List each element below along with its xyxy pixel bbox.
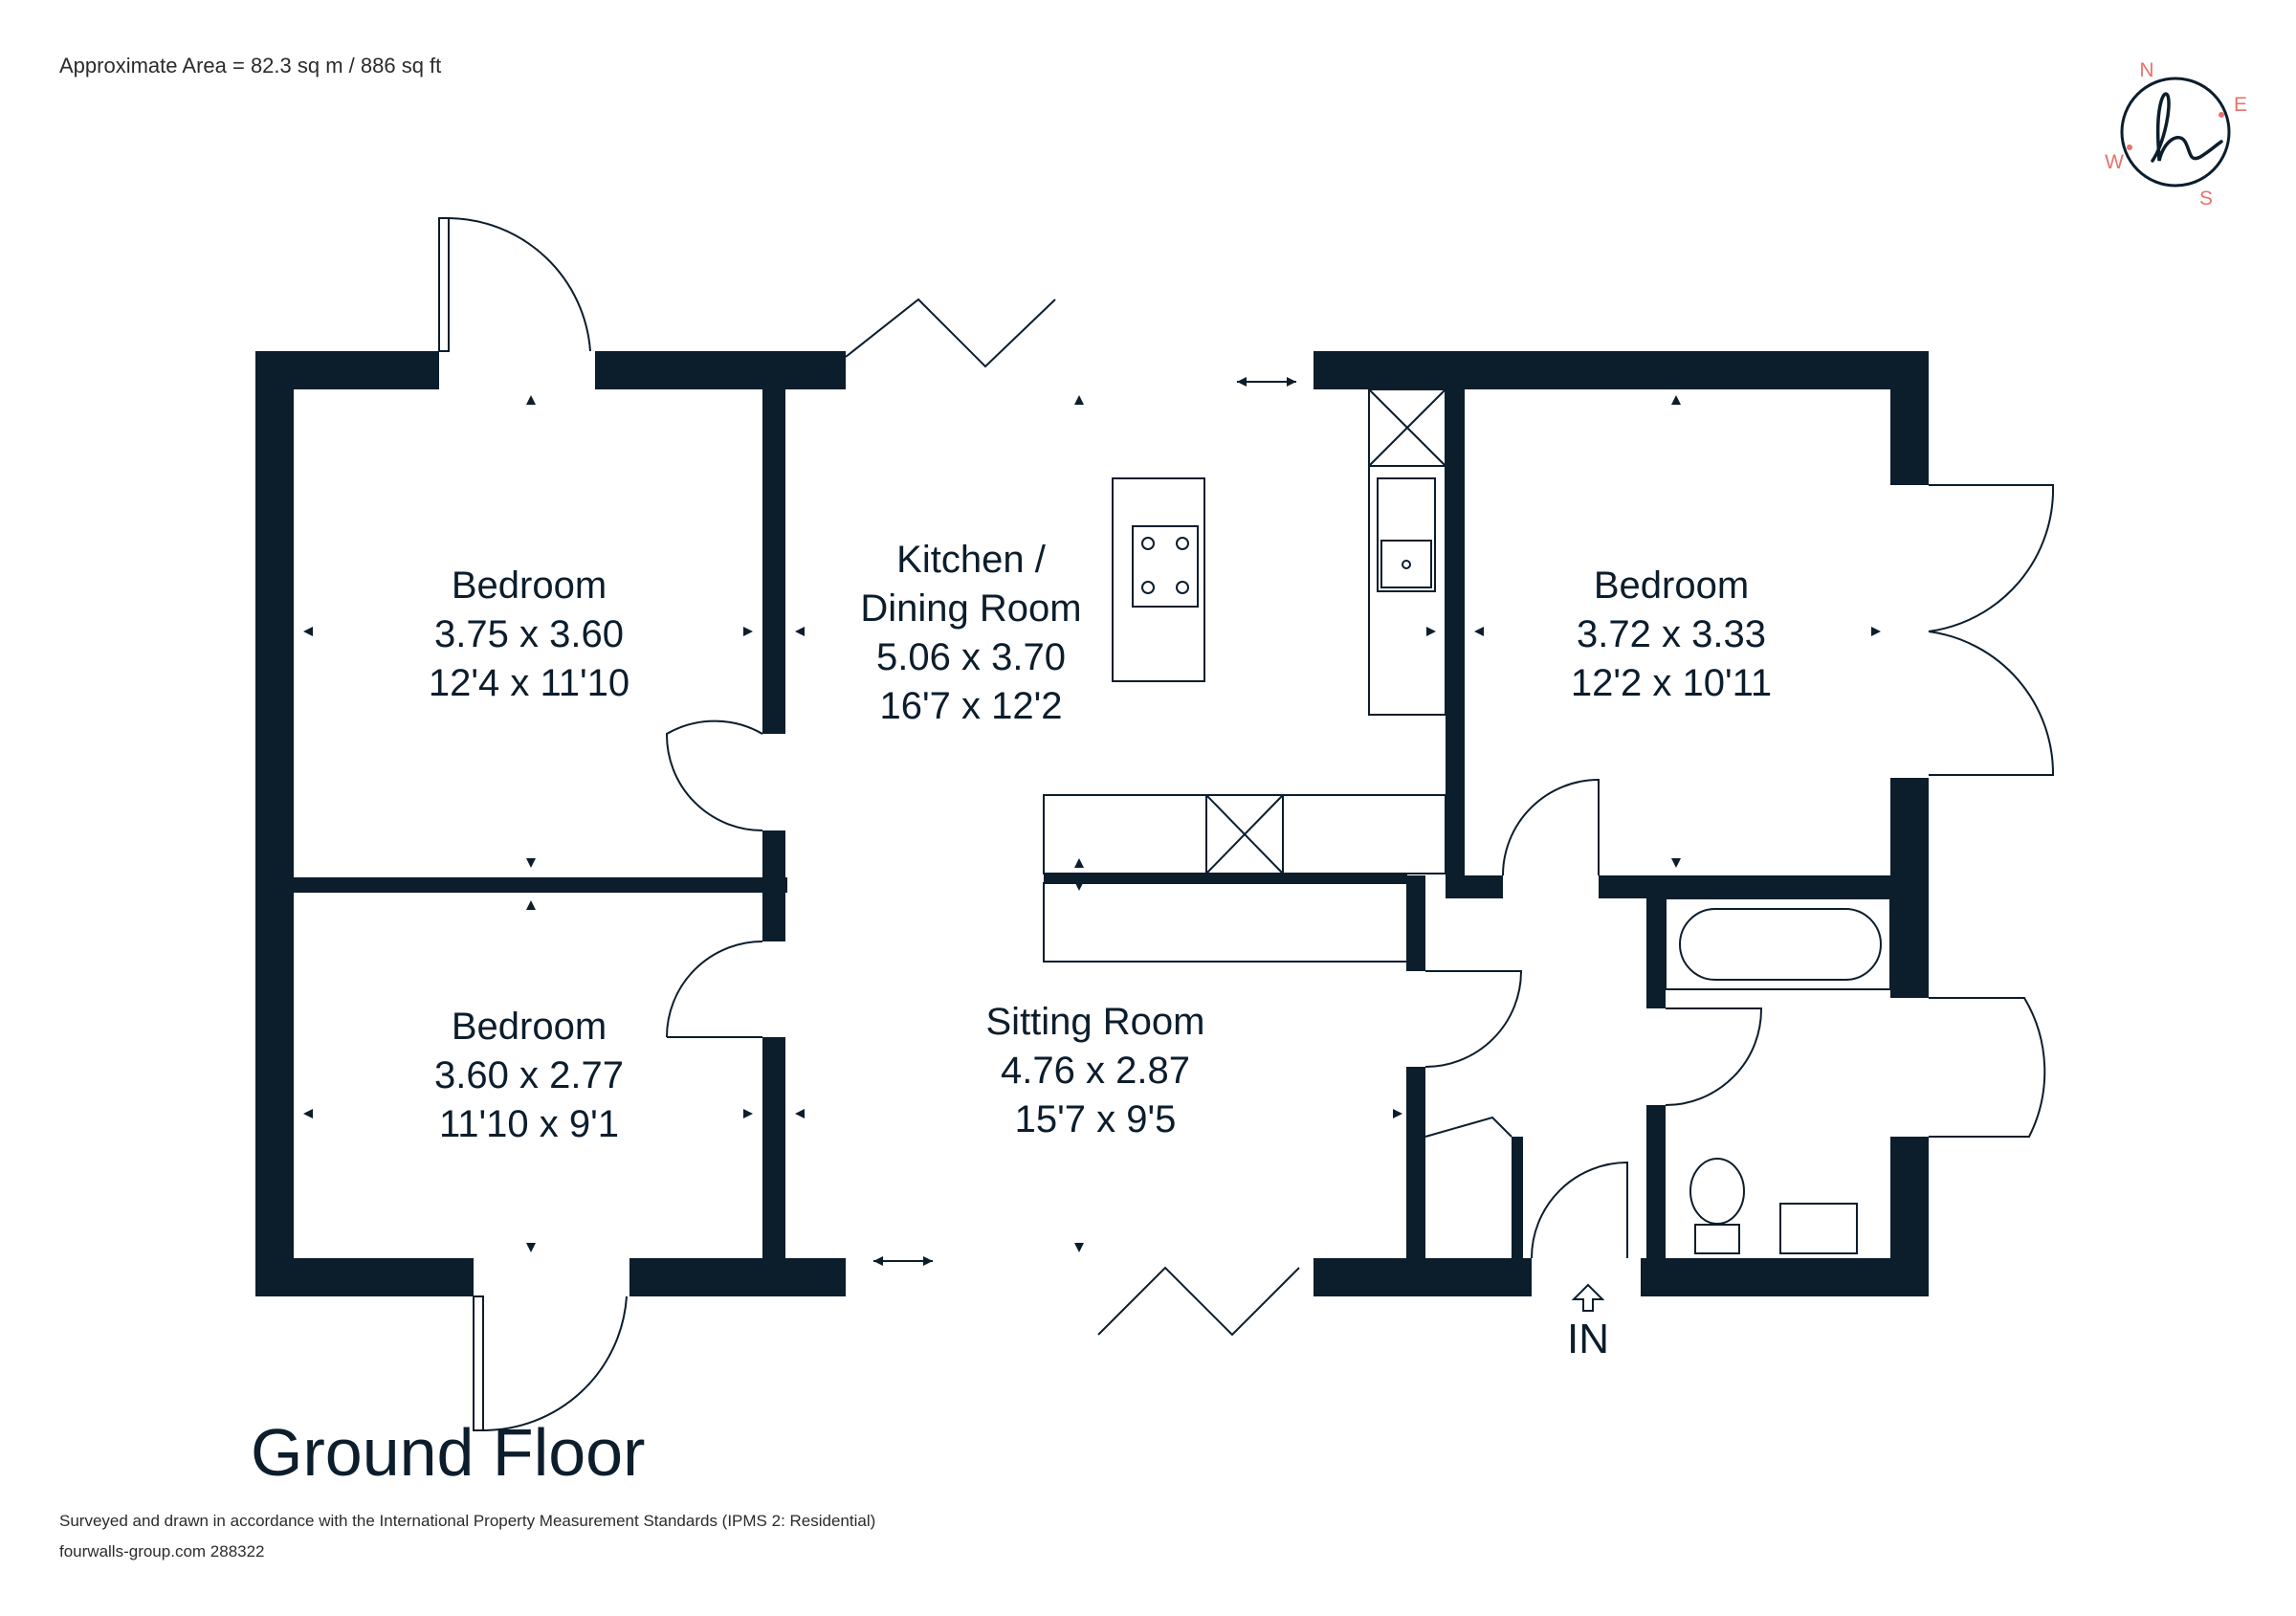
wall-kitchen-bedroom [1446,389,1465,877]
toilet [1689,1158,1745,1225]
dimension-markers [303,377,1881,1266]
room-name: Bedroom [1594,564,1749,607]
wall-hall-left-b [1406,1067,1425,1258]
sink [1377,477,1436,592]
room-sitting: Sitting Room 4.76 x 2.87 15'7 x 9'5 [986,1001,1205,1140]
room-bedroom-1: Bedroom 3.75 x 3.60 12'4 x 11'10 [429,564,629,704]
sitting-unit [1043,882,1408,963]
compass-west: W [2105,151,2124,173]
wall-bottom-right-a [1314,1258,1532,1296]
room-name-line1: Kitchen / [896,539,1047,581]
door-swings [438,217,2055,1432]
room-metric: 3.72 x 3.33 [1577,613,1766,655]
room-name-line2: Dining Room [860,587,1081,630]
entrance-label: IN [1567,1316,1609,1362]
room-bedroom-2: Bedroom 3.60 x 2.77 11'10 x 9'1 [434,1006,624,1145]
wall-left [255,351,294,1296]
wall-bedroom3-bottom-a [1446,875,1503,898]
wall-bottom-right-b [1641,1258,1929,1296]
floor-title: Ground Floor [251,1415,646,1490]
room-name: Bedroom [452,1006,607,1048]
compass-north: N [2139,59,2153,81]
wall-top-left-b [595,351,846,389]
room-metric: 4.76 x 2.87 [1001,1050,1190,1092]
counter-right [1368,388,1446,716]
wall-bedroom3-bottom-b [1599,875,1890,898]
wall-mid-1 [762,389,785,734]
wall-bottom-left-a [255,1258,474,1296]
compass-east: E [2234,94,2247,116]
compass-south: S [2199,188,2213,210]
wall-bottom-left-b [629,1258,846,1296]
room-metric: 3.75 x 3.60 [434,613,624,655]
footer-standards: Surveyed and drawn in accordance with th… [59,1512,876,1530]
room-imperial: 12'2 x 10'11 [1571,662,1772,704]
wall-cupboard [1512,1137,1523,1258]
wall-right-2 [1890,778,1929,998]
fixtures [1043,388,1891,1254]
kitchen-island [1112,477,1205,682]
room-name: Bedroom [452,564,607,607]
bath [1665,897,1891,990]
room-kitchen: Kitchen / Dining Room 5.06 x 3.70 16'7 x… [860,539,1081,727]
room-metric: 3.60 x 2.77 [434,1054,624,1096]
entrance-arrow-icon [1571,1283,1605,1312]
wall-bath-left-a [1646,898,1666,1008]
wall-right-1 [1890,351,1929,485]
compass-logo: N E S W [2105,59,2247,210]
room-imperial: 15'7 x 9'5 [1015,1098,1177,1140]
wall-bedroom-partition [294,877,787,893]
room-imperial: 12'4 x 11'10 [429,662,629,704]
room-name: Sitting Room [986,1001,1205,1043]
room-imperial: 16'7 x 12'2 [880,685,1063,727]
room-bedroom-3: Bedroom 3.72 x 3.33 12'2 x 10'11 [1571,564,1772,704]
footer-reference: fourwalls-group.com 288322 [59,1542,265,1561]
wall-mid-2 [762,830,785,941]
wall-kitchen-unit-divider [1044,874,1407,883]
counter-bottom [1043,794,1446,874]
entrance-marker: IN [1567,1283,1609,1362]
hob [1132,525,1199,608]
basin [1779,1203,1858,1254]
approximate-area: Approximate Area = 82.3 sq m / 886 sq ft [59,54,442,77]
wall-hall-left-a [1406,875,1425,971]
wall-mid-3 [762,1037,785,1258]
wall-bath-left-b [1646,1105,1666,1258]
walls [255,351,1929,1296]
wall-top-right [1314,351,1929,389]
room-metric: 5.06 x 3.70 [876,636,1066,678]
room-imperial: 11'10 x 9'1 [439,1103,619,1145]
